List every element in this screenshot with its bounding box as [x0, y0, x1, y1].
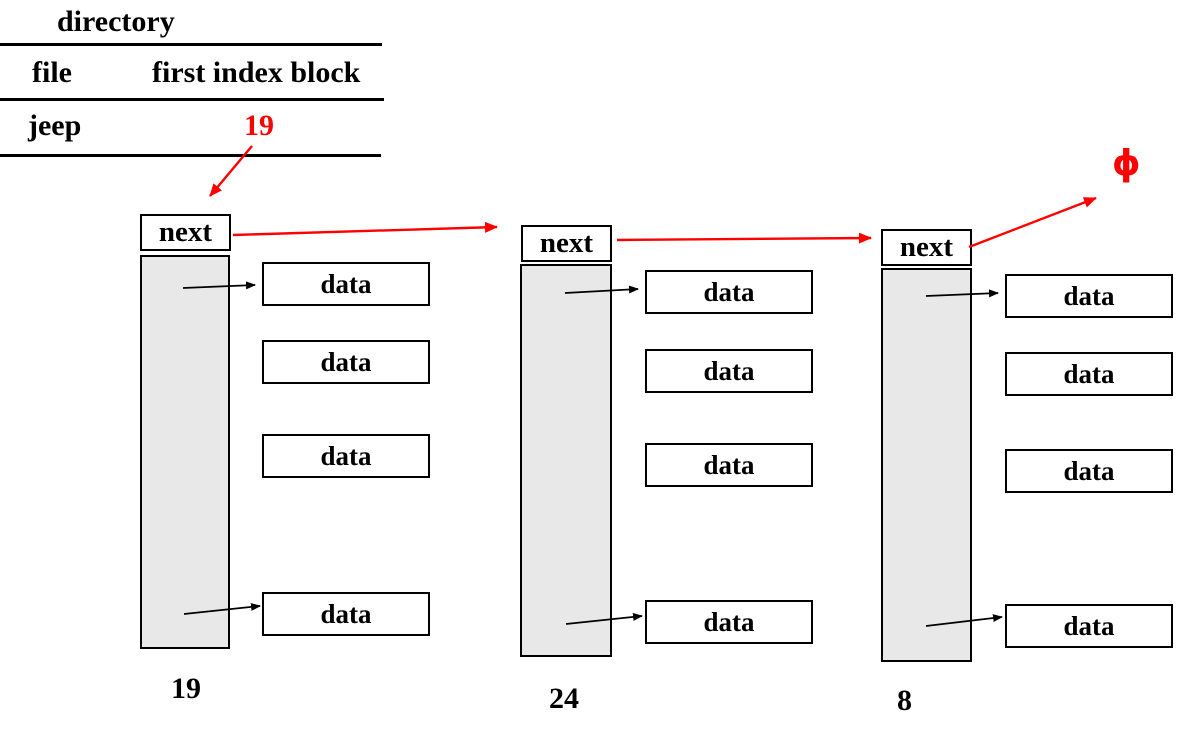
data-block: data [262, 592, 430, 636]
next-label: next [539, 227, 594, 259]
directory-table: directory file first index block jeep 19 [0, 0, 390, 160]
next-label: next [158, 216, 213, 248]
arrow-next19-to-block-24 [232, 221, 498, 237]
data-block-label: data [703, 355, 755, 386]
block-number-24: 24 [549, 682, 579, 715]
data-block-label: data [703, 276, 755, 307]
block-number-8: 8 [897, 684, 912, 717]
index-block-body-8 [881, 268, 972, 662]
data-block-label: data [320, 598, 372, 629]
data-block-label: data [1063, 455, 1115, 486]
index-block-body-24 [520, 264, 612, 657]
data-block-label: data [703, 449, 755, 480]
cell-file-name: jeep [28, 109, 82, 142]
block-number-19: 19 [171, 672, 201, 705]
data-block: data [1005, 352, 1173, 396]
column-header-file: file [32, 56, 72, 89]
data-block: data [645, 270, 813, 314]
data-block: data [1005, 449, 1173, 493]
data-block-label: data [703, 606, 755, 637]
data-block: data [262, 340, 430, 384]
data-block-label: data [1063, 358, 1115, 389]
data-block: data [645, 443, 813, 487]
arrow-next8-to-null [968, 196, 1097, 249]
data-block: data [1005, 274, 1173, 318]
table-rule-middle [0, 98, 384, 101]
next-label: next [899, 231, 954, 263]
data-block-label: data [1063, 280, 1115, 311]
data-block-label: data [1063, 610, 1115, 641]
next-pointer-box-19: next [140, 214, 231, 251]
column-header-first-index-block: first index block [152, 56, 361, 89]
arrow-next24-to-block-8 [616, 232, 872, 244]
data-block: data [1005, 604, 1173, 648]
table-rule-bottom [0, 154, 381, 157]
null-pointer-phi: ɸ [1112, 143, 1141, 184]
data-block: data [645, 600, 813, 644]
data-block-label: data [320, 268, 372, 299]
data-block: data [262, 434, 430, 478]
data-block: data [645, 349, 813, 393]
data-block-label: data [320, 440, 372, 471]
directory-table-title: directory [57, 5, 175, 38]
next-pointer-box-8: next [881, 229, 972, 266]
cell-first-index-block-value: 19 [244, 109, 274, 142]
data-block-label: data [320, 346, 372, 377]
next-pointer-box-24: next [521, 225, 612, 262]
data-block: data [262, 262, 430, 306]
index-block-body-19 [140, 255, 230, 649]
table-rule-top [0, 43, 382, 46]
